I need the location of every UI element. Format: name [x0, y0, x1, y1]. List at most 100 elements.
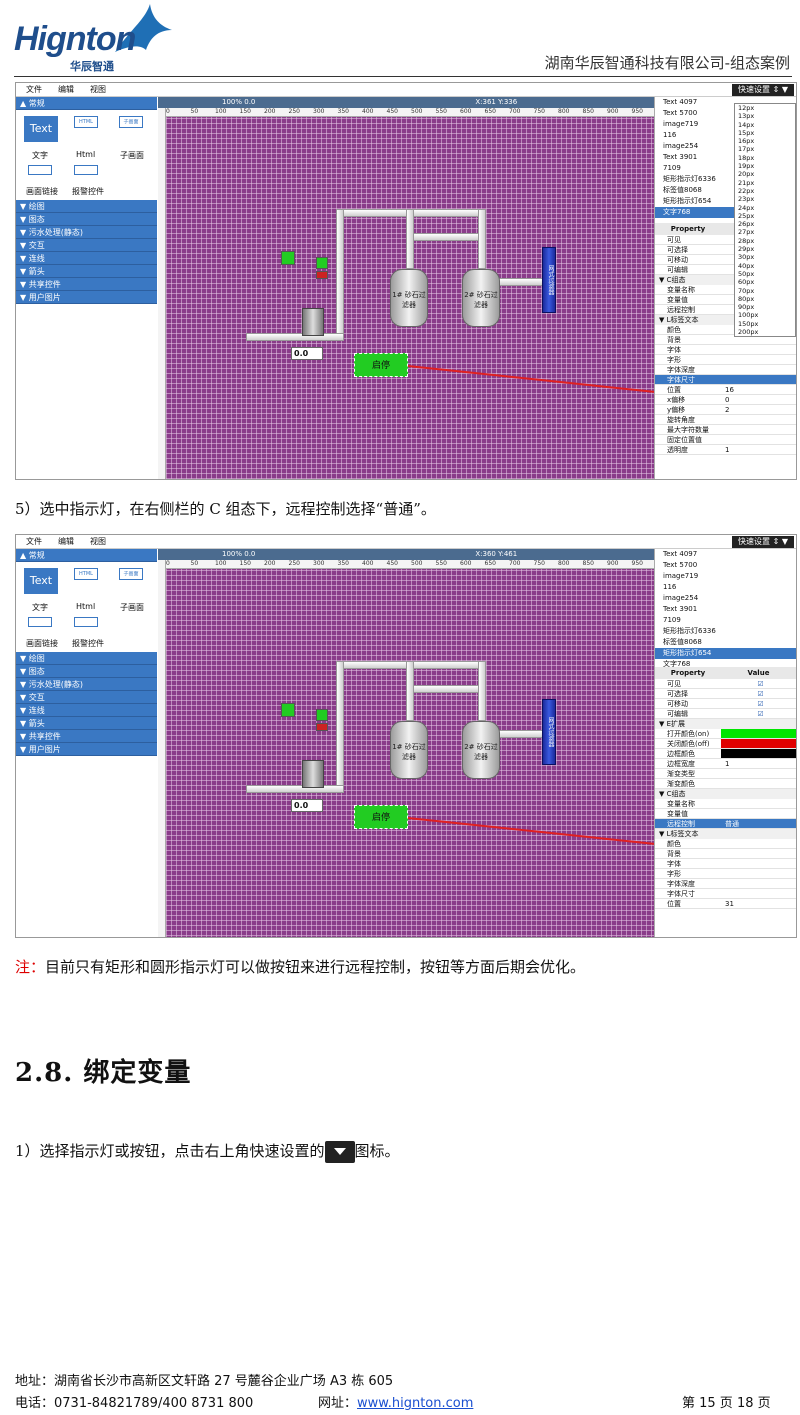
alarm-tool-icon[interactable] — [74, 165, 98, 175]
tree-item[interactable]: Text 5700 — [663, 109, 698, 117]
tree-item[interactable]: 7109 — [663, 164, 681, 172]
html-tool[interactable]: HTML — [74, 116, 98, 128]
tank-2[interactable]: 2# 砂石过滤器 — [462, 721, 500, 779]
category-interactive[interactable]: ▼ 交互 — [16, 691, 157, 704]
quick-settings-button[interactable]: 快速设置 ⇕ ▼ — [732, 84, 794, 96]
property-row[interactable]: 渐变颜色 — [655, 779, 796, 789]
link-tool-icon[interactable] — [28, 617, 52, 627]
property-row[interactable]: 字体深度 — [655, 879, 796, 889]
font-size-option[interactable]: 26px — [738, 220, 755, 229]
font-size-option[interactable]: 90px — [738, 303, 755, 312]
valve-indicator[interactable] — [281, 251, 295, 265]
property-row[interactable]: 关闭颜色(off) — [655, 739, 796, 749]
website-link[interactable]: www.hignton.com — [357, 1396, 474, 1411]
tank-2[interactable]: 2# 砂石过滤器 — [462, 269, 500, 327]
mesh-filter[interactable]: 网式过滤器 — [542, 247, 556, 313]
property-section[interactable]: ▼ L标签文本 — [655, 829, 796, 839]
font-size-option[interactable]: 29px — [738, 245, 755, 254]
category-user-images[interactable]: ▼ 用户图片 — [16, 743, 157, 756]
property-row[interactable]: 可移动☑ — [655, 699, 796, 709]
category-general[interactable]: ▲ 常规 — [16, 549, 157, 562]
property-row[interactable]: 可移动 — [655, 255, 796, 265]
font-size-option[interactable]: 19px — [738, 162, 755, 171]
category-shared[interactable]: ▼ 共享控件 — [16, 730, 157, 743]
category-connectors[interactable]: ▼ 连线 — [16, 704, 157, 717]
property-row[interactable]: 可编辑☑ — [655, 709, 796, 719]
value-display[interactable]: 0.0 — [291, 347, 323, 360]
start-stop-indicator[interactable]: 启停 — [354, 353, 408, 377]
tree-item[interactable]: Text 3901 — [663, 605, 698, 613]
category-shared[interactable]: ▼ 共享控件 — [16, 278, 157, 291]
category-draw[interactable]: ▼ 绘图 — [16, 652, 157, 665]
font-size-option[interactable]: 60px — [738, 278, 755, 287]
tree-item[interactable]: Text 4097 — [663, 98, 698, 106]
font-size-option[interactable]: 18px — [738, 153, 755, 162]
font-size-option[interactable]: 70px — [738, 286, 755, 295]
property-row[interactable]: 打开颜色(on) — [655, 729, 796, 739]
property-row[interactable]: 可见☑ — [655, 679, 796, 689]
tree-item[interactable]: image719 — [663, 120, 699, 128]
tree-item[interactable]: 标签值8068 — [663, 186, 702, 194]
property-row[interactable]: 背景 — [655, 335, 796, 345]
link-tool-icon[interactable] — [28, 165, 52, 175]
menu-file[interactable]: 文件 — [26, 85, 42, 94]
category-general[interactable]: ▲ 常规 — [16, 97, 157, 110]
start-stop-indicator[interactable]: 启停 — [354, 805, 408, 829]
font-size-option[interactable]: 13px — [738, 112, 755, 121]
menu-view[interactable]: 视图 — [90, 85, 106, 94]
font-size-option[interactable]: 14px — [738, 120, 755, 129]
menu-file[interactable]: 文件 — [26, 537, 42, 546]
pump[interactable] — [302, 760, 324, 788]
tree-item[interactable]: 矩形指示灯654 — [655, 648, 796, 659]
html-tool[interactable]: HTML — [74, 568, 98, 580]
tree-item[interactable]: 7109 — [663, 616, 681, 624]
tree-item[interactable]: 116 — [663, 583, 677, 591]
text-tool[interactable]: Text — [24, 116, 58, 142]
tree-item[interactable]: image254 — [663, 142, 699, 150]
font-size-option[interactable]: 21px — [738, 178, 755, 187]
font-size-option[interactable]: 100px — [738, 311, 759, 320]
property-section[interactable]: ▼ L标签文本 — [655, 315, 796, 325]
category-connectors[interactable]: ▼ 连线 — [16, 252, 157, 265]
valve-indicator[interactable] — [281, 703, 295, 717]
property-row[interactable]: 字形 — [655, 355, 796, 365]
tree-item[interactable]: 116 — [663, 131, 677, 139]
font-size-option[interactable]: 30px — [738, 253, 755, 262]
property-row[interactable]: 旋转角度 — [655, 415, 796, 425]
menu-edit[interactable]: 编辑 — [58, 85, 74, 94]
tree-item[interactable]: 文字768 — [663, 660, 691, 667]
font-size-option[interactable]: 25px — [738, 211, 755, 220]
tank-1[interactable]: 1# 砂石过滤器 — [390, 721, 428, 779]
property-row[interactable]: 变量名称 — [655, 799, 796, 809]
font-size-option[interactable]: 17px — [738, 145, 755, 154]
category-draw[interactable]: ▼ 绘图 — [16, 200, 157, 213]
menu-view[interactable]: 视图 — [90, 537, 106, 546]
property-row[interactable]: 字体深度 — [655, 365, 796, 375]
property-row[interactable]: 可选择 — [655, 245, 796, 255]
pump[interactable] — [302, 308, 324, 336]
tree-item[interactable]: 矩形指示灯654 — [663, 197, 712, 205]
property-row[interactable]: 可选择☑ — [655, 689, 796, 699]
font-size-option[interactable]: 50px — [738, 269, 755, 278]
font-size-option[interactable]: 200px — [738, 328, 759, 337]
tree-item[interactable]: 文字768 — [655, 207, 796, 218]
category-state[interactable]: ▼ 图态 — [16, 213, 157, 226]
property-row[interactable]: 颜色 — [655, 325, 796, 335]
font-size-option[interactable]: 16px — [738, 137, 755, 146]
motor-off-indicator[interactable] — [316, 271, 328, 279]
property-row[interactable]: 字体尺寸 — [655, 889, 796, 899]
font-size-option[interactable]: 24px — [738, 203, 755, 212]
property-row[interactable]: 字体 — [655, 859, 796, 869]
font-size-option[interactable]: 22px — [738, 186, 755, 195]
font-size-option[interactable]: 27px — [738, 228, 755, 237]
category-arrows[interactable]: ▼ 箭头 — [16, 717, 157, 730]
font-size-option[interactable]: 150px — [738, 319, 759, 328]
tree-item[interactable]: 矩形指示灯6336 — [663, 175, 716, 183]
font-size-option[interactable]: 12px — [738, 104, 755, 112]
tree-item[interactable]: image719 — [663, 572, 699, 580]
tree-item[interactable]: Text 4097 — [663, 550, 698, 558]
